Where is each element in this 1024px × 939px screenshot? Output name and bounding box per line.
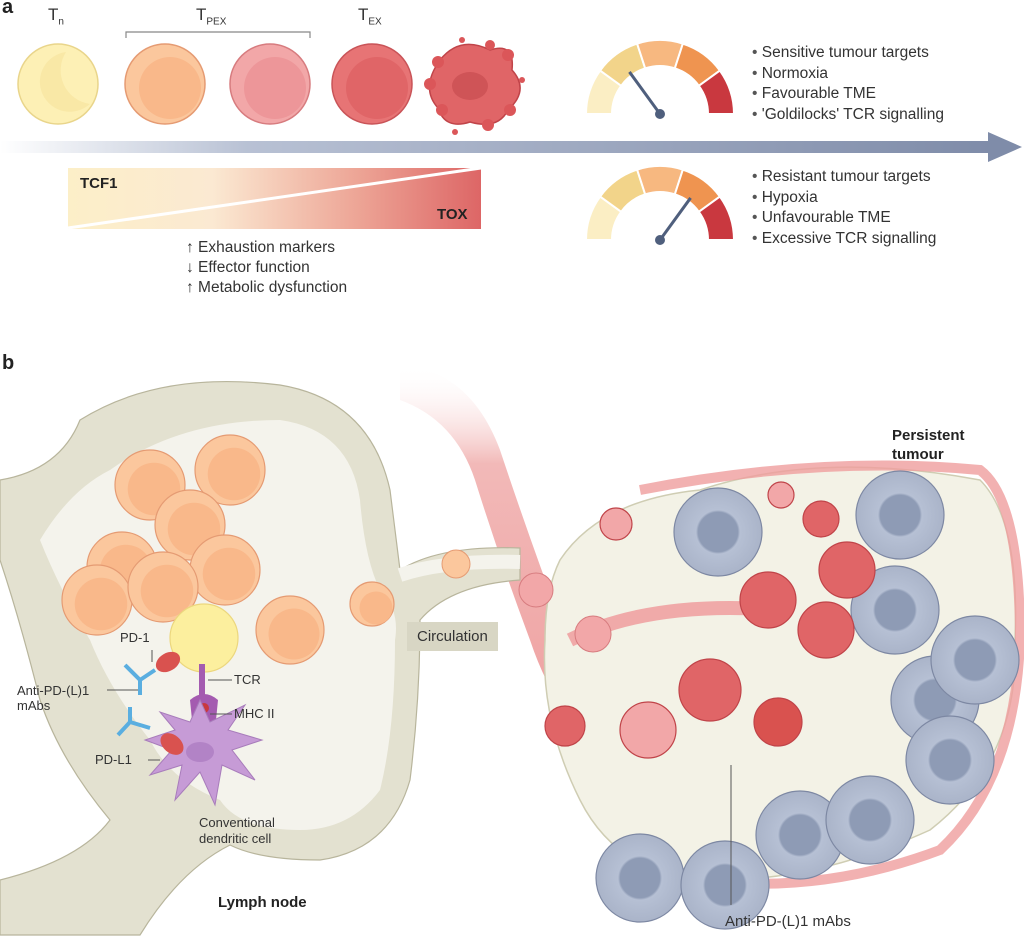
lymph-node-t-cell <box>194 434 266 506</box>
pd1-receptor <box>155 651 181 673</box>
exhaustion-effects-list: ↑ Exhaustion markers ↓ Effector function… <box>186 238 347 298</box>
lymph-node-t-cell <box>127 551 199 623</box>
anti-pd-l1-label-line1: Anti-PD-(L)1 <box>17 683 90 698</box>
bullet-item: Unfavourable TME <box>752 208 936 229</box>
dendritic-cell-label-line1: Conventional <box>199 815 275 830</box>
effect-item: ↑ Metabolic dysfunction <box>186 279 348 296</box>
effect-item: ↓ Effector function <box>186 259 310 276</box>
tumour-infiltrating-t-cell <box>599 507 633 541</box>
antibody-top <box>123 663 157 695</box>
gauge-needle <box>628 71 662 115</box>
cell-label-naive: Tn <box>48 5 64 27</box>
progenitor-exhausted-t-cell-1 <box>124 43 206 125</box>
lymph-node-t-cell <box>349 581 395 627</box>
tumour-cells <box>595 470 1020 930</box>
gauge-bottom <box>584 165 736 245</box>
bullet-item: Resistant tumour targets <box>752 167 936 188</box>
tumour-cell <box>930 615 1020 705</box>
leader-lines <box>107 650 232 761</box>
bullet-item: Normoxia <box>752 64 944 85</box>
lymph-node-t-cell <box>189 534 261 606</box>
tox-label: TOX <box>437 206 468 223</box>
tumour-cell <box>825 775 915 865</box>
cell-label-main: T <box>358 5 369 24</box>
tumour-infiltrating-t-cell <box>767 481 795 509</box>
bullet-item: Hypoxia <box>752 188 936 209</box>
tumour-cell <box>673 487 763 577</box>
progression-arrow <box>0 132 1022 162</box>
persistent-tumour-label-line2: tumour <box>892 446 944 463</box>
lymph-node-t-cells <box>61 434 395 665</box>
gauge-needle <box>658 197 692 241</box>
tumour-infiltrating-t-cell <box>797 601 855 659</box>
effect-item: ↑ Exhaustion markers <box>186 239 336 256</box>
terminally-exhausted-t-cell <box>331 43 413 125</box>
anti-pd-l1-label-line2: mAbs <box>17 698 51 713</box>
tumour-infiltrating-t-cell <box>739 571 797 629</box>
tumour-infiltrating-t-cell <box>753 697 803 747</box>
unfavourable-conditions-list: Resistant tumour targets Hypoxia Unfavou… <box>752 167 937 250</box>
circulation-label: Circulation <box>407 622 498 651</box>
panel-b-label: b <box>2 352 15 374</box>
anti-pd-l1-bottom-label: Anti-PD-(L)1 mAbs <box>725 913 851 930</box>
tumour-infiltrating-t-cell <box>544 705 586 747</box>
dendritic-cell-label-line2: dendritic cell <box>199 831 272 846</box>
tumour-infiltrating-t-cells <box>544 481 876 759</box>
tumour-infiltrating-t-cell <box>678 658 742 722</box>
gauge-top <box>584 39 736 119</box>
bullet-item: Excessive TCR signalling <box>752 229 937 250</box>
tumour-infiltrating-t-cell <box>818 541 876 599</box>
pd-l1-ligand <box>160 733 184 755</box>
cell-label-sub: PEX <box>206 16 227 28</box>
lymph-node-label: Lymph node <box>218 894 307 911</box>
cell-label-pex: TPEX <box>196 5 226 27</box>
tumour-cell <box>850 565 940 655</box>
persistent-tumour-label-line1: Persistent <box>892 427 965 444</box>
mhc-ii-label: MHC II <box>234 706 275 721</box>
bullet-item: Favourable TME <box>752 84 944 105</box>
tumour-cell <box>680 840 770 930</box>
gauge-segment <box>697 195 736 241</box>
tumour-cell <box>905 715 995 805</box>
cell-label-main: T <box>48 5 59 24</box>
lymph-node-t-cell <box>255 595 325 665</box>
persistent-tumour-label: Persistent tumour <box>892 426 965 464</box>
naive-t-cell-lymph-node <box>169 603 239 673</box>
circulating-t-cells <box>441 549 612 653</box>
tumour-infiltrating-t-cell <box>619 701 677 759</box>
cell-label-sub: n <box>58 16 64 28</box>
gauge-pivot <box>655 109 665 119</box>
tcf1-label: TCF1 <box>80 175 118 192</box>
bullet-item: Sensitive tumour targets <box>752 43 944 64</box>
gauge-segment <box>697 69 736 115</box>
favourable-conditions-list: Sensitive tumour targets Normoxia Favour… <box>752 43 944 125</box>
progenitor-exhausted-t-cell-2 <box>229 43 311 125</box>
gauge-pivot <box>655 235 665 245</box>
tumour-cell <box>855 470 945 560</box>
tumour-infiltrating-t-cell <box>802 500 840 538</box>
naive-t-cell <box>17 43 99 125</box>
tumour-cell <box>595 833 685 923</box>
lymph-node-t-cell <box>61 564 133 636</box>
cell-label-sub: EX <box>368 16 382 28</box>
anti-pd-l1-label: Anti-PD-(L)1 mAbs <box>17 683 89 713</box>
panel-a-label: a <box>2 0 14 18</box>
cell-label-ex: TEX <box>358 5 382 27</box>
bullet-item: 'Goldilocks' TCR signalling <box>752 105 944 126</box>
tcf1-tox-gradient <box>67 166 482 230</box>
pex-bracket <box>125 31 311 38</box>
antibody-bottom <box>116 707 151 737</box>
tcr-label: TCR <box>234 672 261 687</box>
cell-label-main: T <box>196 5 207 24</box>
dendritic-cell <box>143 698 264 807</box>
pd1-label: PD-1 <box>120 630 150 645</box>
apoptotic-t-cell <box>424 37 525 135</box>
pd-l1-label: PD-L1 <box>95 752 132 767</box>
dendritic-cell-label: Conventional dendritic cell <box>199 815 275 847</box>
